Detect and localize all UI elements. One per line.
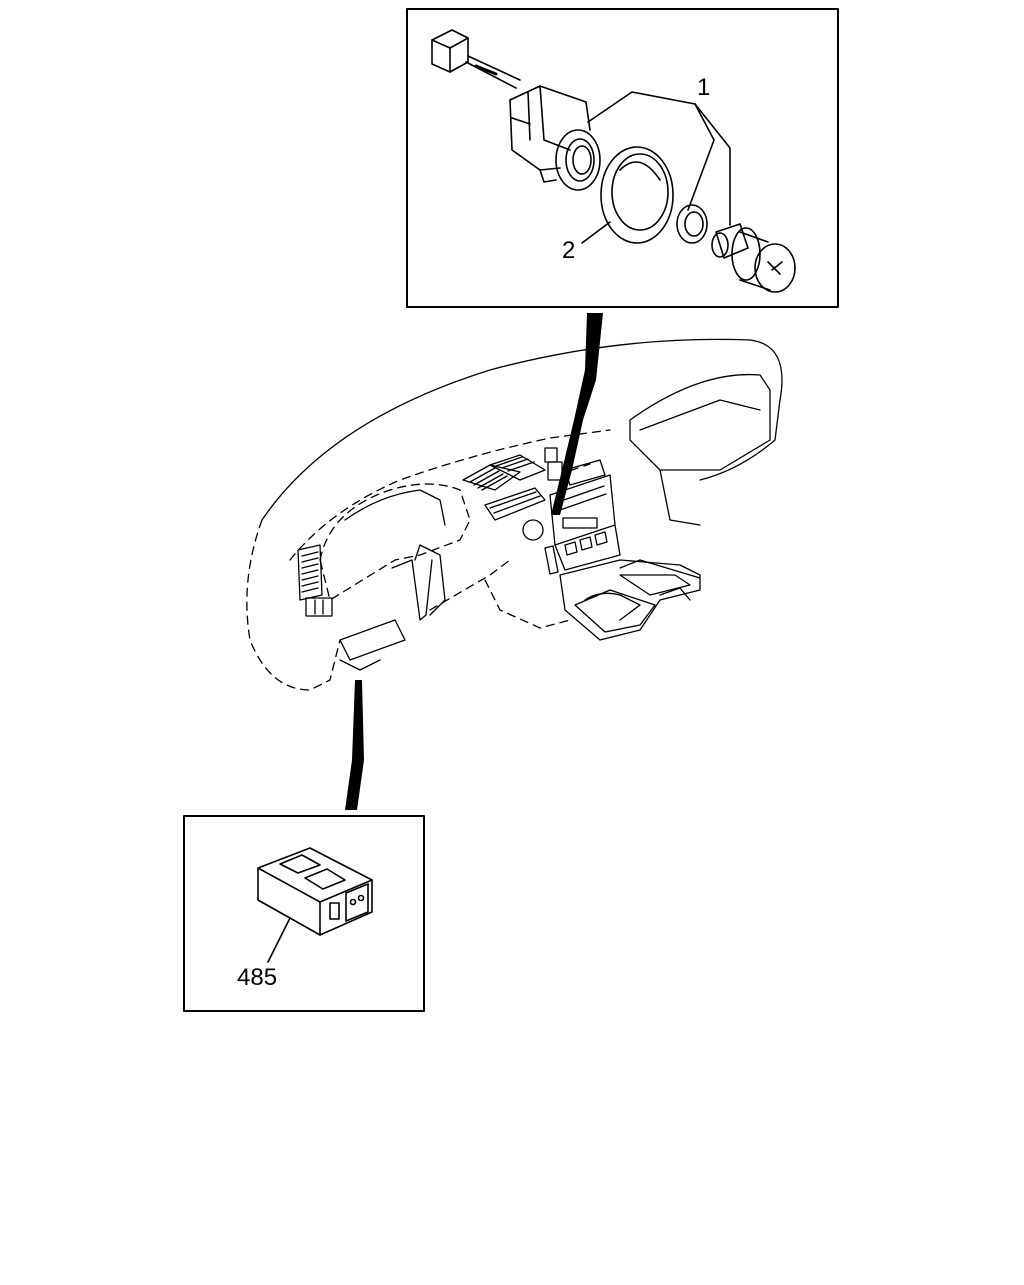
pointer-bar-bottom bbox=[345, 680, 364, 810]
leader-lines-1 bbox=[587, 91, 731, 226]
lighter-knob bbox=[711, 223, 796, 293]
control-module-box bbox=[257, 847, 373, 936]
pointer-bar-top bbox=[551, 313, 603, 515]
leader-line-2 bbox=[581, 221, 611, 244]
detail-frame-bottom bbox=[183, 815, 425, 1012]
dashboard bbox=[246, 338, 783, 691]
callout-1: 1 bbox=[697, 74, 710, 101]
callout-485: 485 bbox=[237, 964, 277, 991]
bezel-ring bbox=[600, 146, 674, 244]
lighter-socket-housing bbox=[509, 85, 601, 191]
detail-frame-top bbox=[406, 8, 839, 308]
callout-2: 2 bbox=[562, 237, 575, 264]
leader-line-485 bbox=[267, 917, 291, 963]
small-ring bbox=[676, 204, 708, 244]
connector-plug bbox=[431, 29, 521, 89]
